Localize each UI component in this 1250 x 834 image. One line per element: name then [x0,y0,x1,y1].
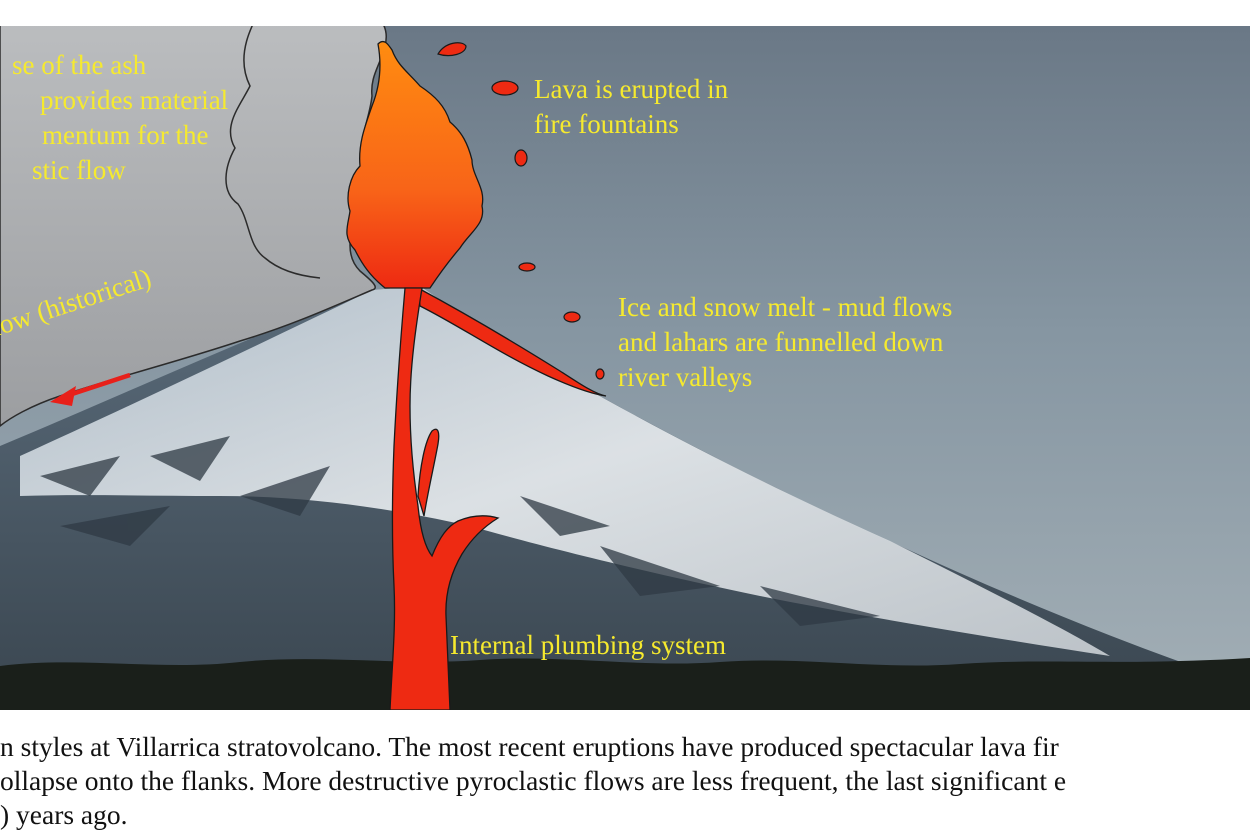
rock-streaks [40,436,880,626]
volcano-diagram [0,26,1250,710]
caption-line-2: ollapse onto the flanks. More destructiv… [0,765,1067,796]
lava-flow-flank [417,286,607,397]
fire-fountains-line-1: Lava is erupted in [534,74,729,104]
ash-column-line-2: provides material [40,85,229,115]
caption-line-1: n styles at Villarrica stratovolcano. Th… [0,731,1059,762]
plumbing-label: Internal plumbing system [450,630,726,660]
magma-conduit [389,287,500,710]
flow-arrow [50,372,131,406]
fire-fountains-label: Lava is erupted in fire fountains [534,72,728,142]
snow-cover [20,286,1110,656]
ash-column-label: se of the ash provides material mentum f… [0,48,228,188]
ash-column-line-1: se of the ash [12,50,147,80]
fire-fountain [346,40,484,289]
mud-flows-line-3: river valleys [618,362,753,392]
mud-flows-line-2: and lahars are funnelled down [618,327,944,357]
ash-column-line-3: mentum for the [42,120,209,150]
mud-flows-label: Ice and snow melt - mud flows and lahars… [618,290,952,395]
ash-cloud-lobe [225,26,321,279]
fire-fountains-line-2: fire fountains [534,109,679,139]
ash-column-line-4: stic flow [32,155,126,185]
mud-flows-line-1: Ice and snow melt - mud flows [618,292,953,322]
treeline [0,658,1250,710]
lava-bombs [437,42,605,380]
magma-dyke [417,428,440,517]
caption-line-3: ) years ago. [0,799,128,830]
